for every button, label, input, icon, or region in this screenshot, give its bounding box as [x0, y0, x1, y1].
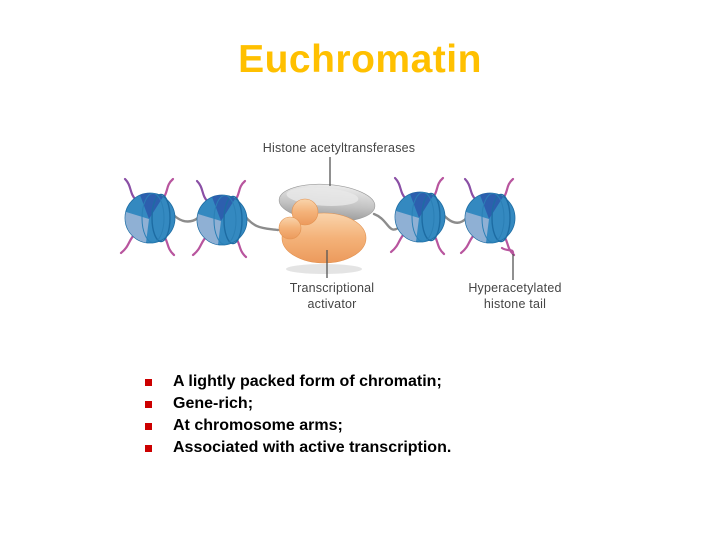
euchromatin-diagram: Histone acetyltransferases Transcription…: [108, 130, 580, 330]
list-item: Associated with active transcription.: [145, 437, 451, 459]
label-histone-acetyltransferases: Histone acetyltransferases: [263, 141, 416, 155]
label-transcriptional-activator-line1: Transcriptional: [290, 281, 375, 295]
bullet-square-icon: [145, 444, 152, 452]
shadow: [286, 264, 362, 274]
bullet-text: Gene-rich;: [173, 395, 254, 412]
nucleosome: [389, 176, 447, 256]
label-transcriptional-activator-line2: activator: [307, 297, 356, 311]
bullet-text: At chromosome arms;: [173, 417, 343, 434]
bullet-text: Associated with active transcription.: [173, 439, 452, 456]
transcriptional-activator-blob: [278, 198, 367, 274]
list-item: A lightly packed form of chromatin;: [145, 371, 451, 393]
slide-title: Euchromatin: [238, 38, 482, 81]
bullet-list: A lightly packed form of chromatin; Gene…: [145, 371, 451, 459]
chromatin-illustration: Histone acetyltransferases Transcription…: [119, 141, 561, 311]
list-item: Gene-rich;: [145, 393, 451, 415]
nucleosome: [119, 177, 177, 257]
bullet-square-icon: [145, 400, 152, 408]
list-item: At chromosome arms;: [145, 415, 451, 437]
bullet-square-icon: [145, 378, 152, 386]
label-hyperacetylated-tail-line1: Hyperacetylated: [468, 281, 561, 295]
hyperacetylated-histone-tail: [500, 246, 515, 256]
bullet-text: A lightly packed form of chromatin;: [173, 373, 442, 390]
bullet-square-icon: [145, 422, 152, 430]
label-hyperacetylated-tail-line2: histone tail: [484, 297, 546, 311]
nucleosome: [459, 177, 517, 257]
nucleosome: [191, 179, 249, 259]
